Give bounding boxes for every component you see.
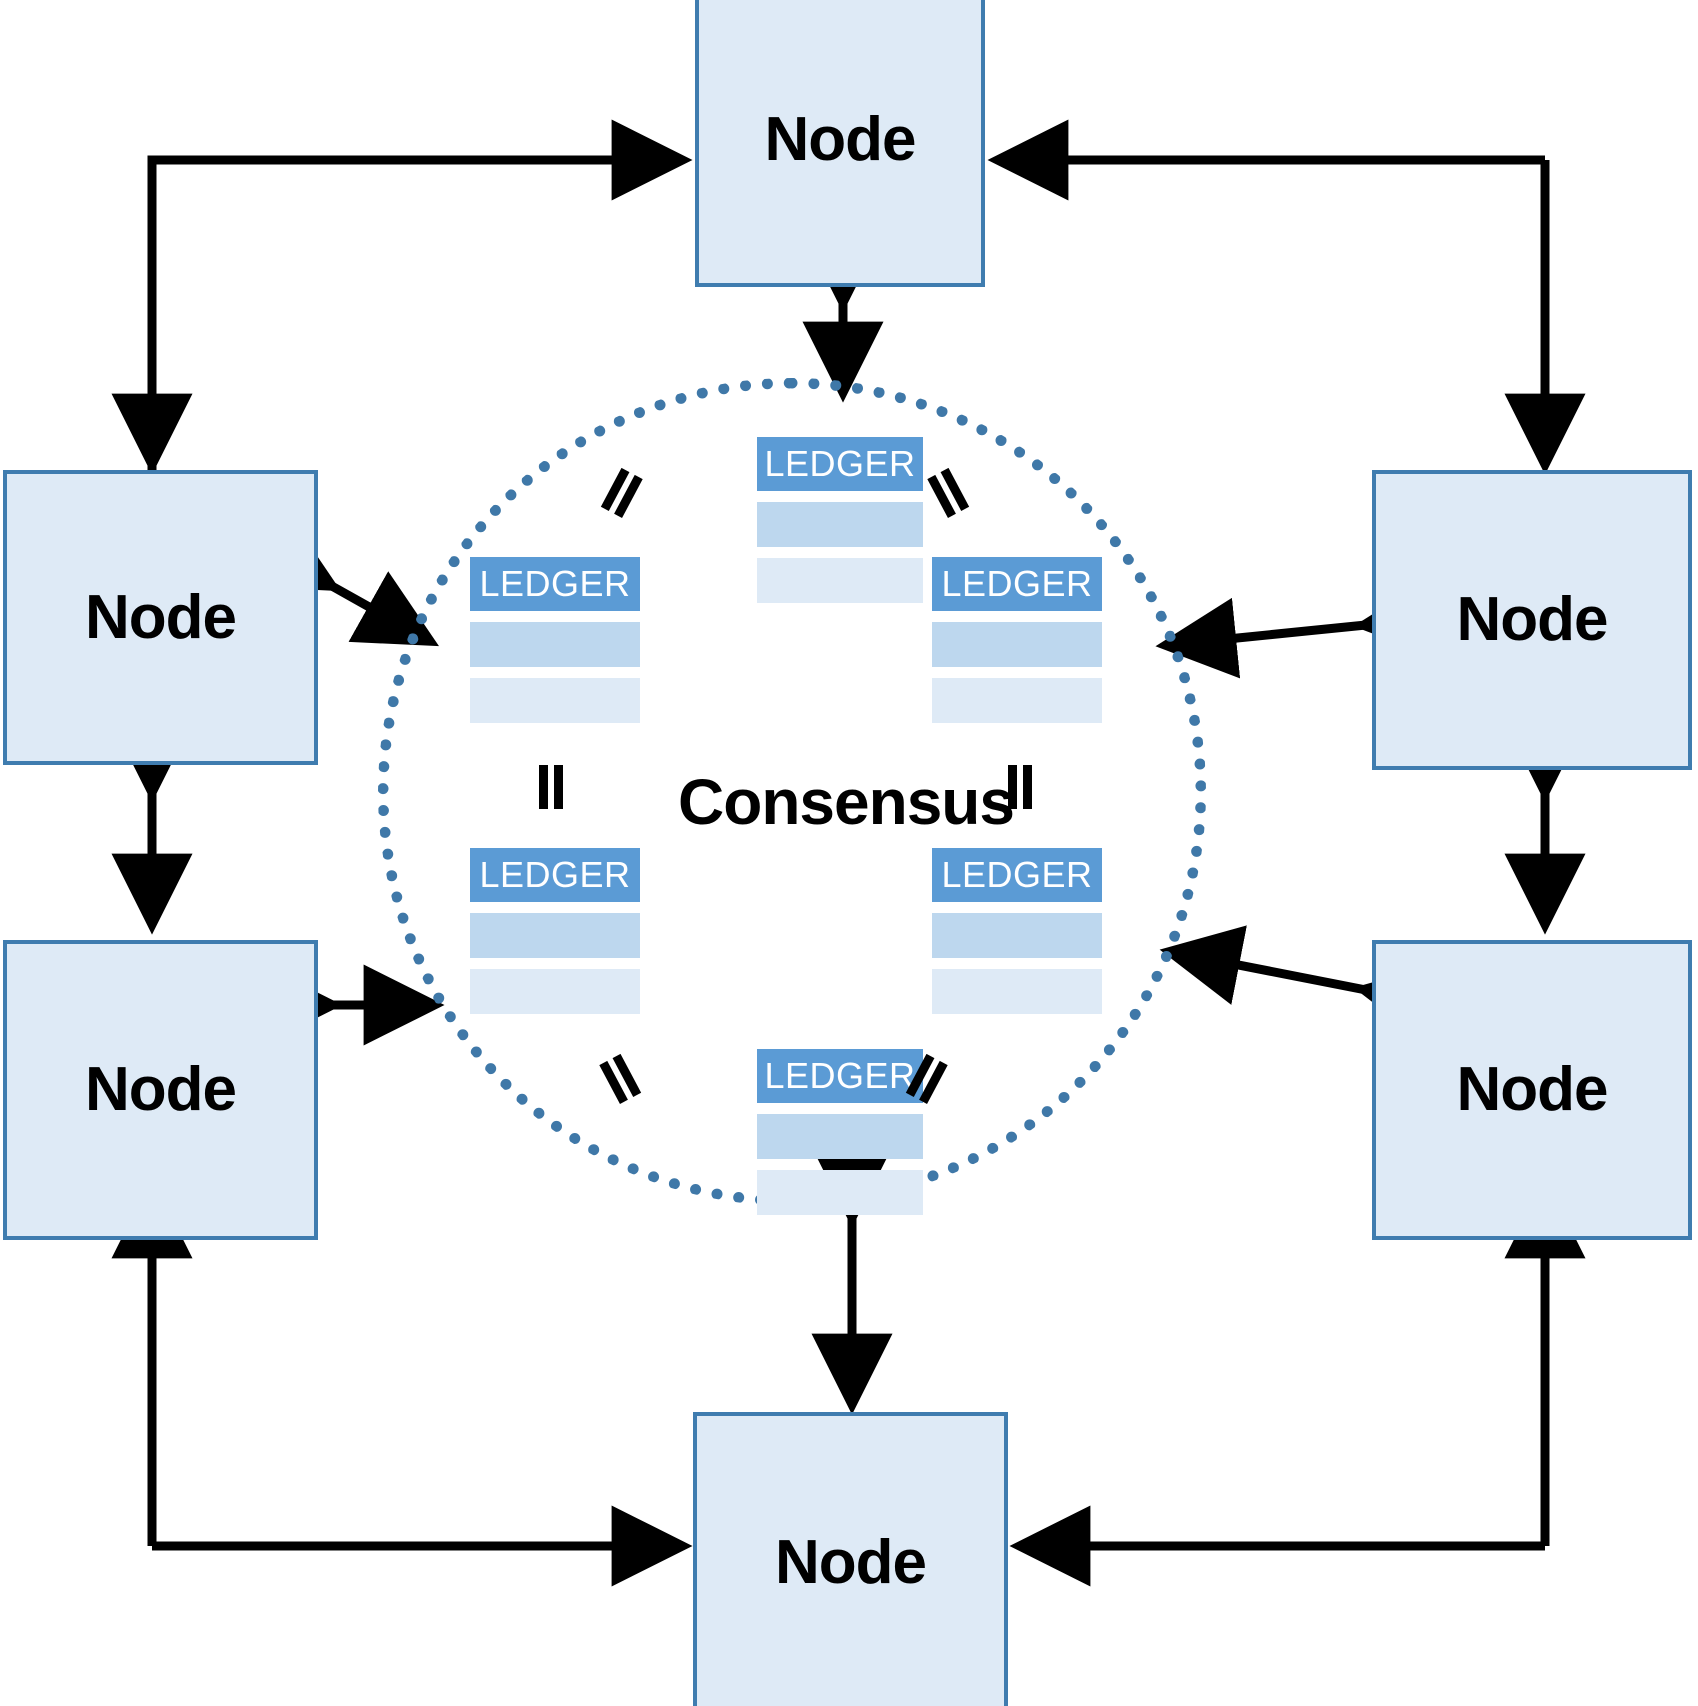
node-left-upper-label: Node [85, 582, 237, 652]
ledger-left-upper[interactable]: LEDGER [470, 557, 640, 723]
ledger-right-lower-header: LEDGER [932, 848, 1102, 902]
node-top[interactable]: Node [695, 0, 985, 287]
ledger-right-upper[interactable]: LEDGER [932, 557, 1102, 723]
ledger-bottom-header: LEDGER [757, 1049, 923, 1103]
arrow-right-upper-to-consensus [1155, 577, 1439, 679]
equals-middle-right [1000, 765, 1044, 809]
ledger-right-upper-row-1 [932, 622, 1102, 667]
equals-bar [539, 765, 548, 809]
equals-middle-left [531, 765, 575, 809]
node-right-lower-label: Node [1456, 1055, 1609, 1124]
ledger-top-row-1 [757, 502, 923, 547]
node-right-lower[interactable]: Node [1372, 940, 1692, 1240]
ledger-left-upper-row-2 [470, 678, 640, 723]
ledger-top-row-2 [757, 558, 923, 603]
ledger-left-upper-header: LEDGER [470, 557, 640, 611]
ledger-right-lower-row-2 [932, 969, 1102, 1014]
ledger-left-lower[interactable]: LEDGER [470, 848, 640, 1014]
node-right-upper[interactable]: Node [1372, 470, 1692, 770]
ledger-bottom[interactable]: LEDGER [757, 1049, 923, 1215]
node-left-upper[interactable]: Node [3, 470, 318, 765]
ledger-right-upper-header: LEDGER [932, 557, 1102, 611]
node-bottom[interactable]: Node [693, 1412, 1008, 1706]
ledger-bottom-row-2 [757, 1170, 923, 1215]
ledger-left-lower-header: LEDGER [470, 848, 640, 902]
ledger-top-header: LEDGER [757, 437, 923, 491]
equals-bar [554, 765, 563, 809]
ledger-left-upper-row-1 [470, 622, 640, 667]
ledger-top[interactable]: LEDGER [757, 437, 923, 603]
consensus-label: Consensus [678, 766, 1015, 838]
arrow-right-lower-to-consensus [1159, 925, 1441, 1043]
equals-bar [1008, 765, 1017, 809]
node-left-lower[interactable]: Node [3, 940, 318, 1240]
ledger-bottom-row-1 [757, 1114, 923, 1159]
node-bottom-label: Node [775, 1528, 927, 1597]
ledger-right-lower[interactable]: LEDGER [932, 848, 1102, 1014]
ledger-left-lower-row-2 [470, 969, 640, 1014]
node-left-lower-label: Node [85, 1055, 237, 1124]
equals-bar [1023, 765, 1032, 809]
node-top-label: Node [764, 104, 917, 174]
ledger-right-lower-row-1 [932, 913, 1102, 958]
ledger-left-lower-row-1 [470, 913, 640, 958]
ledger-right-upper-row-2 [932, 678, 1102, 723]
node-right-upper-label: Node [1456, 585, 1609, 654]
